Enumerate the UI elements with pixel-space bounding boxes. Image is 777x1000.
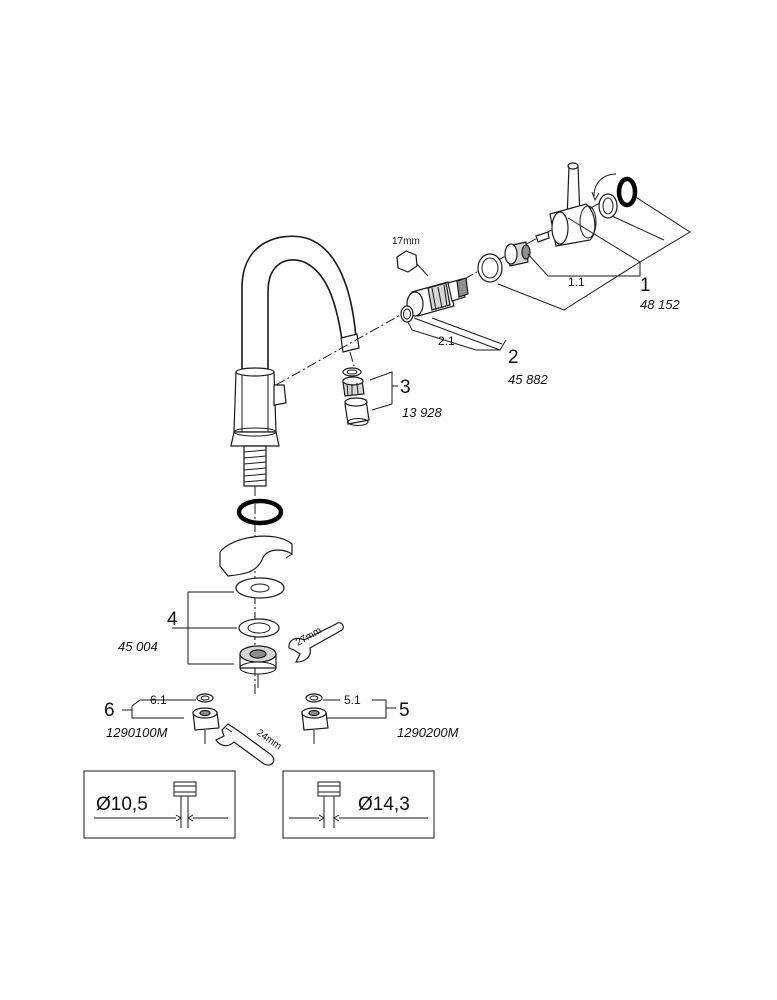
part-2-ref: 45 882 (508, 372, 549, 387)
pipe-box-left: Ø10,5 (83, 770, 236, 839)
pipe-box-right: Ø14,3 (282, 770, 435, 839)
part4-leaders (172, 591, 237, 665)
pipe-nut-right-group (301, 693, 329, 744)
part-6-ref: 1290100M (106, 725, 168, 740)
part-3-ref: 13 928 (402, 405, 443, 420)
cartridge-group (396, 250, 469, 323)
aerator-axis (349, 351, 355, 367)
hex-key-size-label: 17mm (392, 236, 420, 247)
part-4-number: 4 (167, 609, 178, 630)
hex-key-icon (396, 250, 418, 273)
part-4-ref: 45 004 (118, 639, 158, 654)
pipe-diameter-right: Ø14,3 (358, 794, 410, 815)
part5-6-leaders (122, 699, 396, 719)
part-2-number: 2 (508, 347, 519, 368)
part-3-number: 3 (400, 377, 411, 398)
part-5-number: 5 (399, 700, 410, 721)
part-1-1-label: 1.1 (568, 275, 585, 289)
aerator-group (342, 367, 370, 426)
wrench-24mm-icon (215, 723, 275, 766)
part3-leaders (369, 371, 398, 411)
part2-leaders (407, 317, 507, 351)
faucet-body (230, 235, 360, 487)
part-6-number: 6 (104, 700, 115, 721)
part-5-ref: 1290200M (397, 725, 459, 740)
wrench-24mm-arrow (225, 727, 233, 733)
lever-handle-group (477, 162, 638, 283)
part-2-1-label: 2.1 (438, 334, 455, 348)
pipe-diameter-left: Ø10,5 (96, 794, 148, 815)
part-5-1-label: 5.1 (344, 693, 361, 707)
part-6-1-label: 6.1 (150, 693, 167, 707)
wrench-27mm-icon (288, 622, 344, 663)
pipe-nut-left-group (192, 693, 220, 744)
mounting-set-group (219, 498, 293, 688)
part-1-ref: 48 152 (640, 297, 681, 312)
part-1-number: 1 (640, 275, 651, 296)
part1-leaders (497, 195, 691, 311)
